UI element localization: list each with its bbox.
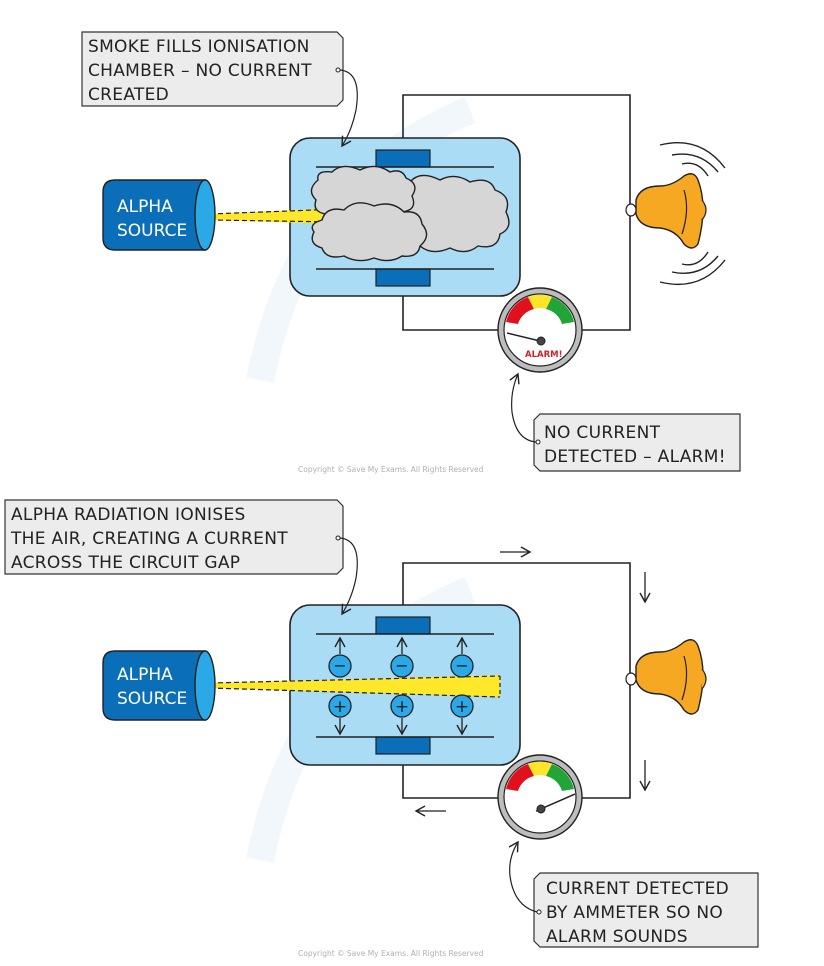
- pointer-arrow: [339, 537, 358, 616]
- circuit-wire-bottom: [402, 286, 498, 331]
- smoke-clouds: [310, 165, 510, 262]
- bottom-electrode: [375, 736, 431, 755]
- positive-sign: +: [333, 697, 347, 717]
- positive-sign: +: [455, 697, 469, 717]
- copyright-text: Copyright © Save My Exams. All Rights Re…: [298, 949, 484, 958]
- bottom-electrode: [375, 268, 431, 287]
- alpha-source-label-line1: ALPHA: [117, 665, 173, 685]
- panel-no-smoke: − + − + − + ALPHA SOURCE ALPHA: [4, 499, 759, 958]
- current-arrows: [414, 546, 651, 817]
- alpha-source-label-line2: SOURCE: [117, 689, 187, 709]
- negative-ion: −: [390, 636, 414, 678]
- svg-text:ALPHA RADIATION IONISES: ALPHA RADIATION IONISES: [11, 505, 246, 525]
- negative-sign: −: [455, 656, 468, 675]
- svg-text:NO CURRENT: NO CURRENT: [544, 423, 661, 443]
- circuit-wire-top: [402, 94, 631, 331]
- negative-sign: −: [395, 656, 408, 675]
- positive-ion: +: [328, 694, 352, 736]
- negative-sign: −: [333, 656, 346, 675]
- svg-text:THE AIR, CREATING A CURREN: THE AIR, CREATING A CURRENT: [10, 529, 288, 549]
- pointer-arrow: [339, 69, 358, 148]
- alpha-source-label-line1: ALPHA: [117, 197, 173, 217]
- negative-ion: −: [328, 636, 352, 678]
- top-electrode: [375, 149, 431, 168]
- pointer-arrow: [508, 840, 538, 913]
- svg-text:ACROSS THE CIRCUIT GAP: ACROSS THE CIRCUIT GAP: [11, 553, 240, 573]
- callout-current-detected: CURRENT DETECTED BY AMMETER SO NO ALARM …: [508, 840, 759, 948]
- svg-text:CURRENT DETECTED: CURRENT DETECTED: [546, 879, 729, 899]
- top-electrode: [375, 616, 431, 635]
- bell-icon: [625, 173, 707, 249]
- circuit-wire-bottom: [402, 754, 498, 799]
- panel-smoke-present: ALPHA SOURCE ALARM!: [81, 31, 741, 474]
- ions: − + − + − +: [328, 636, 474, 736]
- svg-text:SMOKE FILLS IONISATION: SMOKE FILLS IONISATION: [88, 37, 310, 57]
- copyright-text: Copyright © Save My Exams. All Rights Re…: [298, 465, 484, 474]
- sound-waves-icon: [659, 141, 726, 286]
- svg-text:ALARM SOUNDS: ALARM SOUNDS: [546, 927, 688, 947]
- alpha-source-label-line2: SOURCE: [117, 221, 187, 241]
- ammeter: [497, 754, 583, 840]
- positive-ion: +: [390, 694, 414, 736]
- positive-ion: +: [450, 694, 474, 736]
- svg-text:CHAMBER – NO CURRENT: CHAMBER – NO CURRENT: [88, 61, 312, 81]
- ammeter-alarm: ALARM!: [497, 287, 583, 373]
- pointer-arrow: [509, 372, 537, 443]
- alpha-source: ALPHA SOURCE: [102, 179, 216, 251]
- svg-text:CREATED: CREATED: [88, 85, 169, 105]
- negative-ion: −: [450, 636, 474, 678]
- callout-smoke-fills: SMOKE FILLS IONISATION CHAMBER – NO CURR…: [81, 31, 358, 148]
- bell-icon: [625, 639, 707, 715]
- svg-text:BY AMMETER SO NO: BY AMMETER SO NO: [546, 903, 723, 923]
- circuit-wire-top: [402, 562, 631, 799]
- alpha-source: ALPHA SOURCE: [102, 650, 216, 721]
- alarm-label: ALARM!: [525, 350, 562, 360]
- positive-sign: +: [395, 697, 409, 717]
- alpha-beam: [210, 675, 500, 697]
- callout-no-current: NO CURRENT DETECTED – ALARM!: [509, 372, 741, 472]
- callout-alpha-ionises: ALPHA RADIATION IONISES THE AIR, CREATIN…: [4, 499, 358, 616]
- svg-text:DETECTED – ALARM!: DETECTED – ALARM!: [544, 447, 726, 467]
